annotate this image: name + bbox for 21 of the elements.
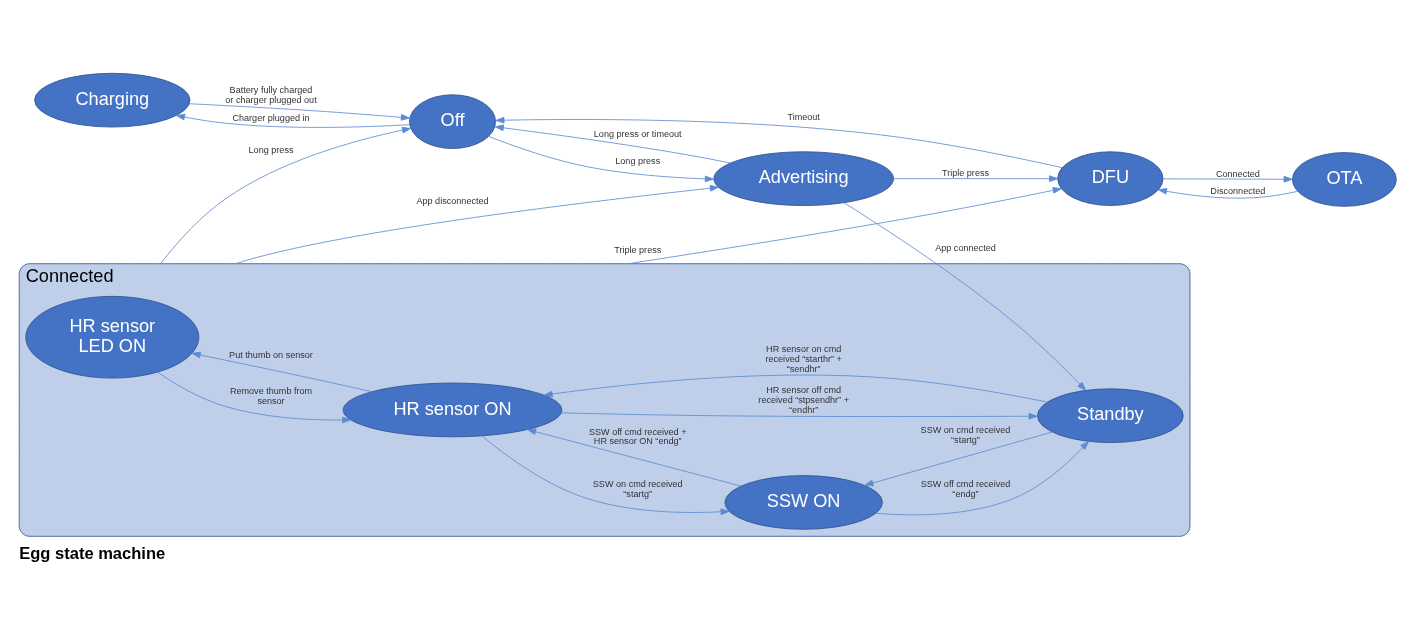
edge-label: Long press xyxy=(615,155,661,166)
edge-label: Triple press xyxy=(614,244,662,255)
caption: Egg state machine xyxy=(19,543,166,563)
edge-label: Charger plugged in xyxy=(232,112,310,123)
edge-label: Long press or timeout xyxy=(593,128,682,139)
edge-label: Remove thumb from sensor xyxy=(229,385,313,406)
edge-label: HR sensor on cmd received “starthr” + “sendhr” xyxy=(765,343,842,374)
edge-label: SSW off cmd received + HR sensor ON “endg” xyxy=(589,426,687,446)
edge-label: Triple press xyxy=(941,167,990,178)
edge-label: Timeout xyxy=(787,111,820,122)
edge-label: Long press xyxy=(248,144,294,155)
edge-label: SSW on cmd received “startg” xyxy=(592,478,683,498)
edge-label: App disconnected xyxy=(416,195,489,206)
edge-label: Battery fully charged or charger plugged out xyxy=(225,84,317,105)
edge-label: Connected xyxy=(1215,168,1260,179)
edge-label: HR sensor off cmd received “stpsendhr” + “endhr” xyxy=(758,384,849,415)
edge-label: Disconnected xyxy=(1210,185,1266,196)
edge-label: SSW on cmd received “startg” xyxy=(920,424,1011,445)
edge-label: SSW off cmd received “endg” xyxy=(920,478,1011,499)
edge-label: Put thumb on sensor xyxy=(229,349,313,360)
edge-label: App connected xyxy=(935,242,996,253)
